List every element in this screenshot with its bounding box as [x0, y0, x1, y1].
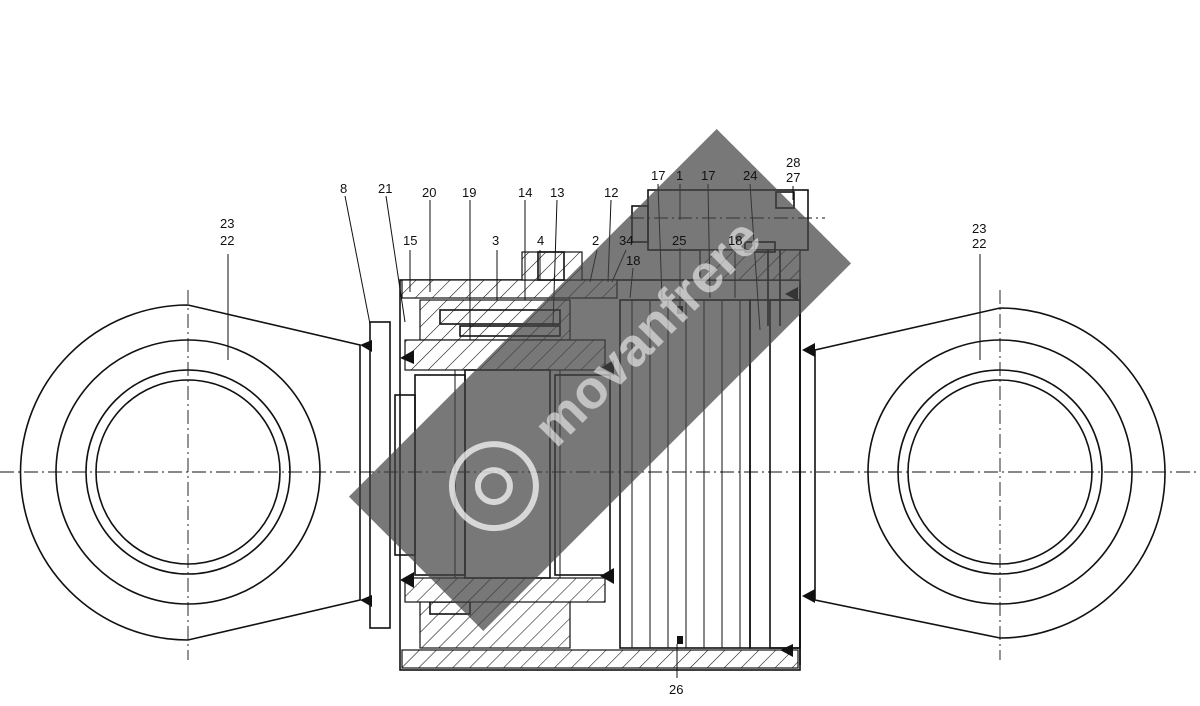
brand-logo [448, 441, 539, 532]
label-part-25: 25 [672, 233, 686, 248]
label-part-18a: 18 [626, 253, 640, 268]
label-part-21: 21 [378, 181, 392, 196]
label-part-22-left: 22 [220, 233, 234, 248]
label-part-13: 13 [550, 185, 564, 200]
left-rod-eye [19, 304, 361, 641]
label-part-27: 27 [786, 170, 800, 185]
label-part-22-right: 22 [972, 236, 986, 251]
label-part-2: 2 [592, 233, 599, 248]
part-labels: 8 21 20 19 14 13 12 17 1 17 24 28 27 15 … [220, 155, 986, 697]
label-part-17b: 17 [701, 168, 715, 183]
label-part-8: 8 [340, 181, 347, 196]
label-part-19: 19 [462, 185, 476, 200]
label-part-26: 26 [669, 682, 683, 697]
label-part-17a: 17 [651, 168, 665, 183]
label-part-3: 3 [492, 233, 499, 248]
label-part-1: 1 [676, 168, 683, 183]
label-part-18b: 18 [728, 233, 742, 248]
label-part-34: 34 [619, 233, 633, 248]
label-part-15: 15 [403, 233, 417, 248]
label-part-14: 14 [518, 185, 532, 200]
right-head-eye [814, 307, 1166, 639]
label-part-23-left: 23 [220, 216, 234, 231]
label-part-24: 24 [743, 168, 757, 183]
label-part-28: 28 [786, 155, 800, 170]
label-part-12: 12 [604, 185, 618, 200]
label-part-4: 4 [537, 233, 544, 248]
label-part-20: 20 [422, 185, 436, 200]
watermark: movanfrere [348, 128, 852, 632]
label-part-23-right: 23 [972, 221, 986, 236]
